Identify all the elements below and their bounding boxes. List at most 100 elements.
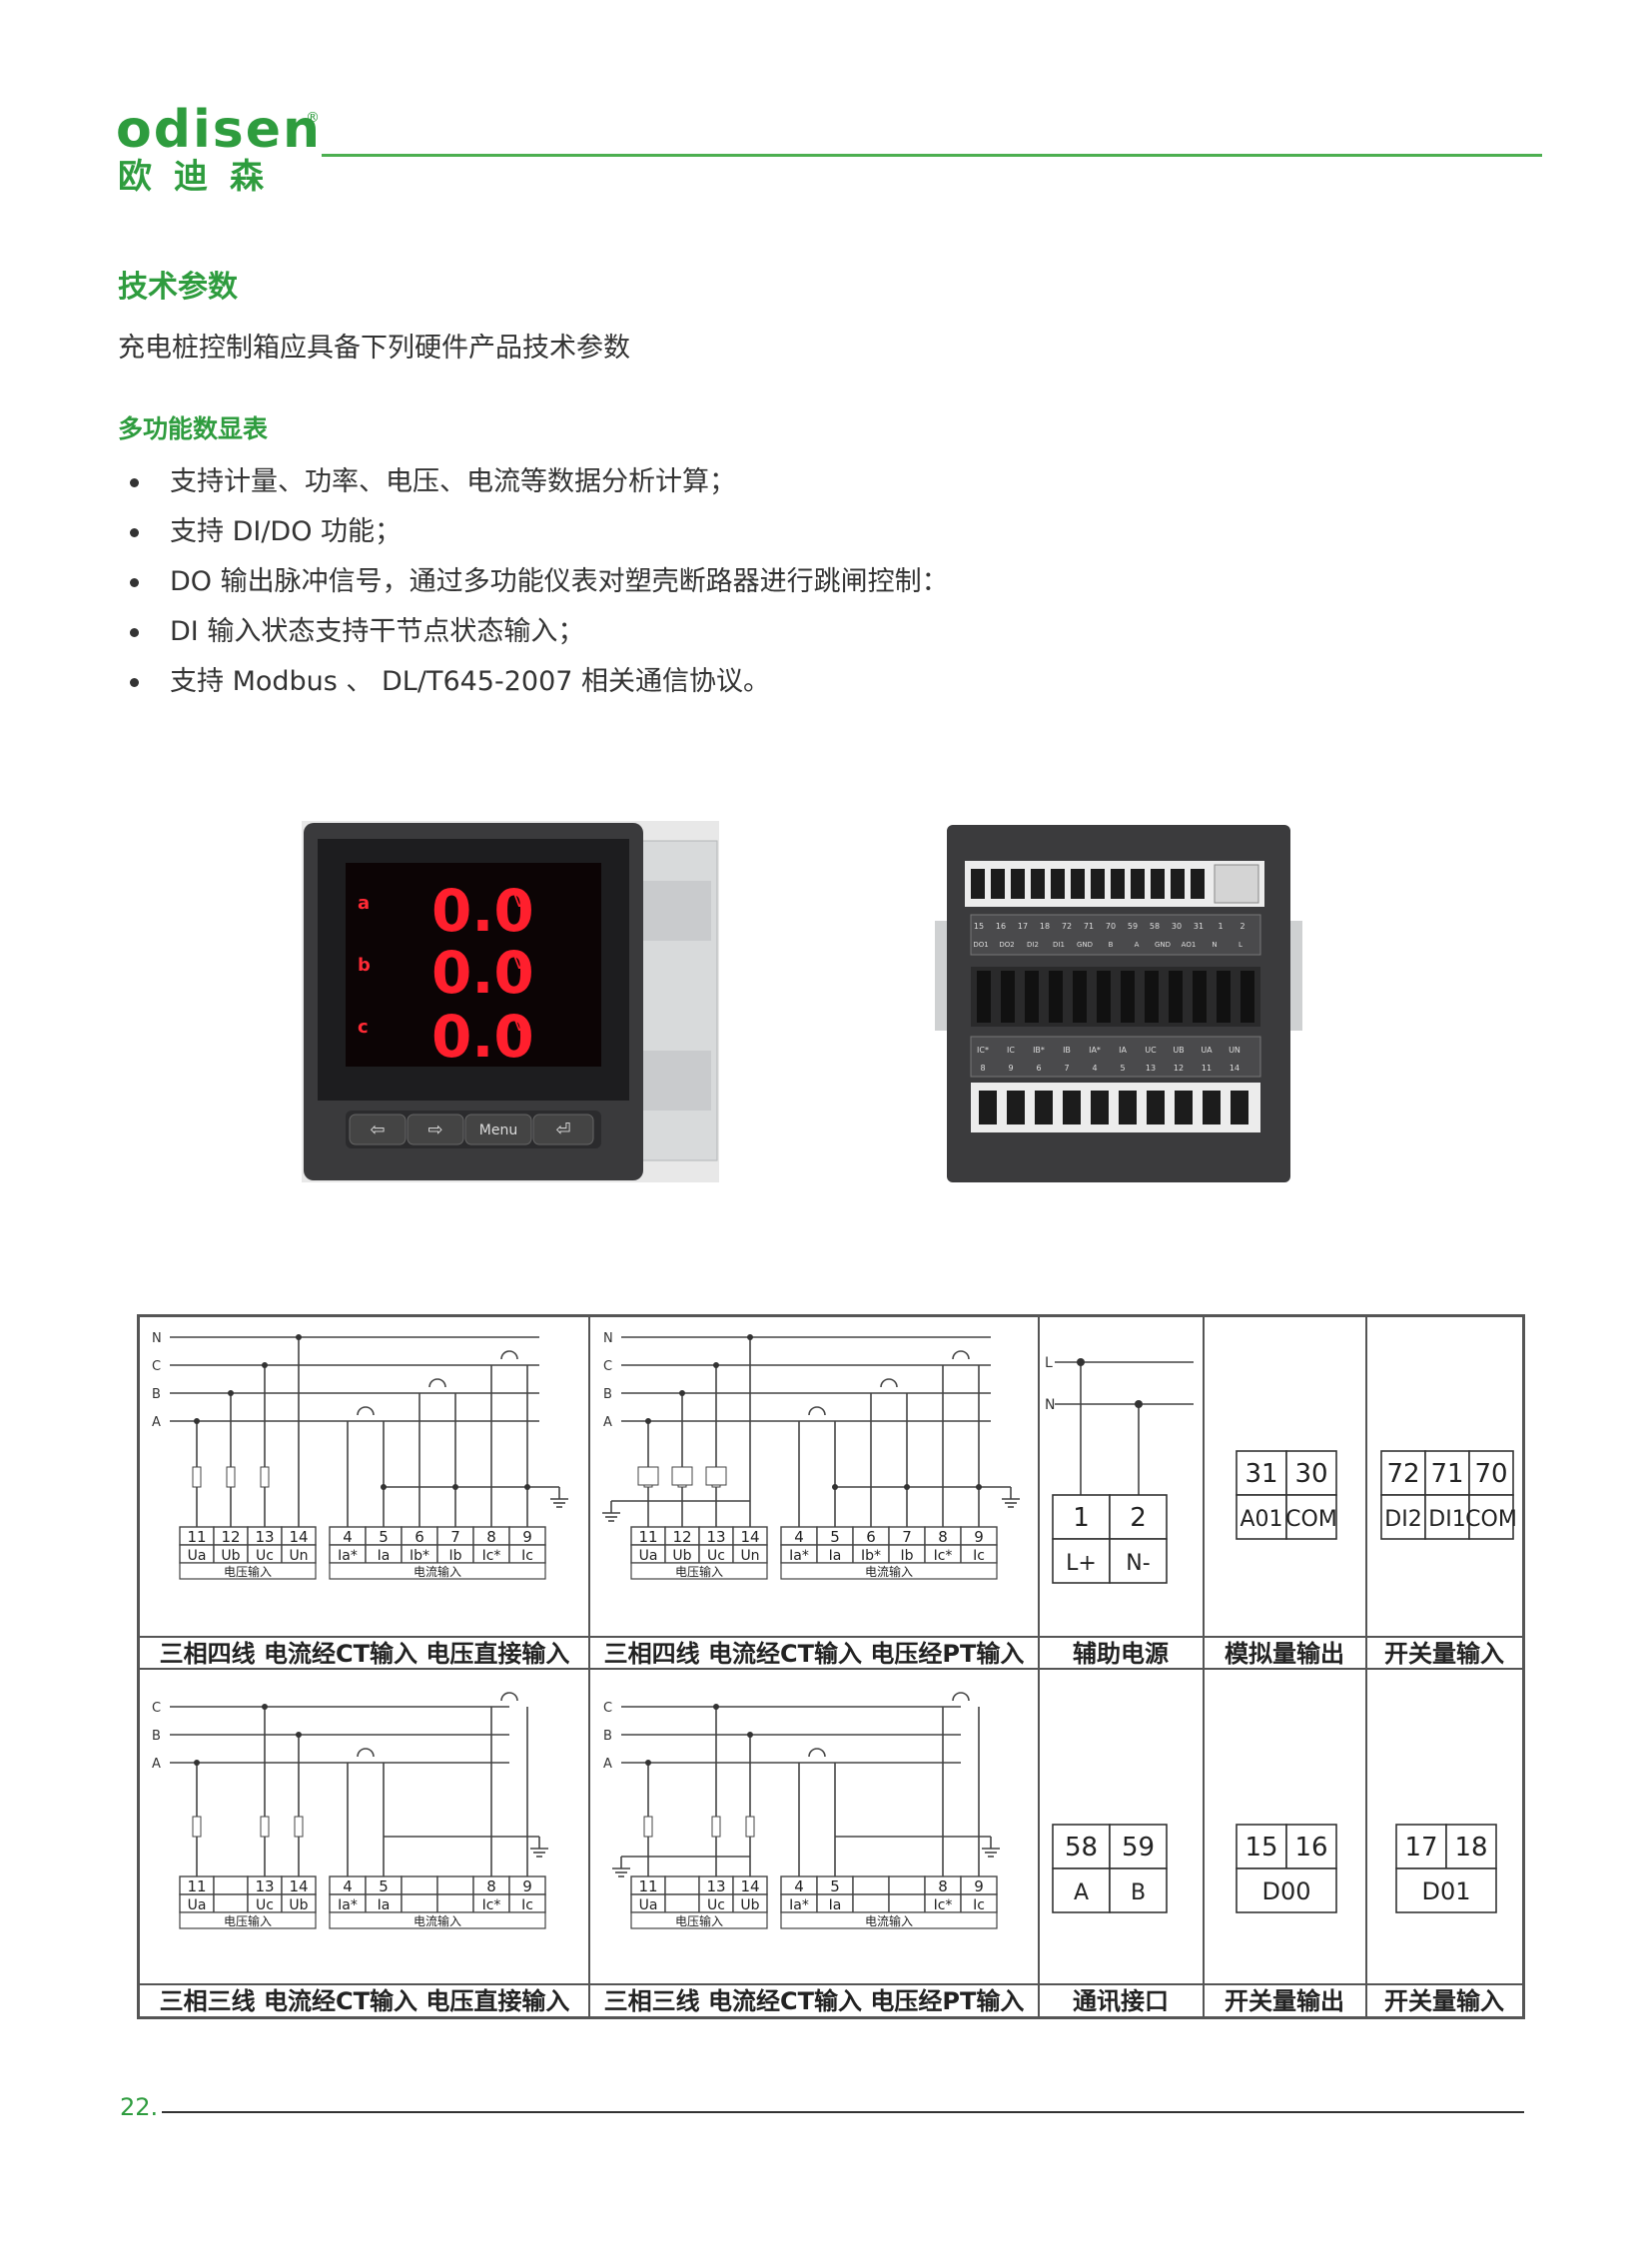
terminal-name: Ia* [338, 1548, 358, 1564]
terminal-screw [1071, 869, 1085, 899]
subsection-title: 多功能数显表 [118, 414, 269, 443]
terminal-number: 9 [974, 1877, 984, 1895]
terminal-name: DI2 [1384, 1507, 1421, 1532]
terminal-number: 5 [1120, 1064, 1125, 1073]
terminal-name: Ia* [338, 1897, 358, 1913]
terminal-screw [1119, 1091, 1137, 1124]
terminal-group-label: 电压输入 [675, 1913, 723, 1928]
terminal-number: 4 [1092, 1064, 1097, 1073]
feature-item: 支持 DI/DO 功能； [130, 507, 949, 557]
terminal-screw [1091, 1091, 1109, 1124]
line-label: A [603, 1415, 612, 1430]
right-arrow-icon: ⇨ [427, 1120, 442, 1140]
reading-unit: V [513, 891, 526, 912]
terminal-number: 12 [672, 1528, 691, 1546]
meter-readings: a 0.0 V b 0.0 V c 0.0 V [358, 877, 534, 1071]
terminal-number: 71 [1084, 922, 1094, 931]
line-label: A [152, 1415, 161, 1430]
terminal-number: 14 [1230, 1064, 1239, 1073]
terminal-name: Ua [639, 1897, 658, 1913]
header-divider [322, 154, 1542, 157]
back-slot [1001, 971, 1015, 1023]
line-label: C [603, 1701, 612, 1716]
terminal-number: 31 [1244, 1459, 1277, 1489]
terminal-name: A01 [1239, 1507, 1282, 1532]
terminal-screw [1051, 869, 1065, 899]
terminal-label: IA* [1089, 1046, 1101, 1055]
terminal-name: Ib [900, 1548, 913, 1564]
terminal-name: Un [740, 1548, 759, 1564]
terminal-name: Ic* [482, 1548, 501, 1564]
terminal-number: 11 [1202, 1064, 1212, 1073]
terminal-number: 15 [1244, 1833, 1277, 1863]
terminal-name: Ic* [482, 1897, 501, 1913]
line-label: N [603, 1331, 613, 1346]
terminal-screw [979, 1091, 997, 1124]
terminal-label: AO1 [1182, 941, 1197, 949]
line-label: B [603, 1387, 612, 1402]
terminal-number: 7 [450, 1528, 460, 1546]
terminal-number: 2 [1239, 922, 1244, 931]
terminal-number: 13 [255, 1528, 274, 1546]
terminal-name: Uc [707, 1897, 725, 1913]
terminal-name: Ib [448, 1548, 461, 1564]
terminal-label: GND [1155, 941, 1171, 949]
terminal-label: UA [1201, 1046, 1213, 1055]
line-label: N [152, 1331, 162, 1346]
terminal-label: DO1 [973, 941, 988, 949]
terminal-number: 13 [1146, 1064, 1156, 1073]
line-label: A [603, 1757, 612, 1772]
terminal-number: 5 [379, 1877, 389, 1895]
meter-buttons: ⇦ ⇨ Menu ⏎ [349, 1114, 594, 1145]
terminal-name: Uc [707, 1548, 725, 1564]
back-slot [977, 971, 991, 1023]
terminal-name: Ia* [789, 1548, 809, 1564]
back-slot [1121, 971, 1135, 1023]
section-intro: 充电桩控制箱应具备下列硬件产品技术参数 [118, 333, 630, 364]
terminal-screw [1111, 869, 1125, 899]
terminal-name: Ia* [789, 1897, 809, 1913]
terminal-label: IC [1007, 1046, 1015, 1055]
diagram-caption: 开关量输入 [1384, 1987, 1504, 2015]
terminal-name: Ub [289, 1897, 308, 1913]
terminal-number: 8 [486, 1528, 496, 1546]
back-slot [1169, 971, 1183, 1023]
back-slot [1240, 971, 1254, 1023]
terminal-number: 11 [187, 1528, 206, 1546]
terminal-screw [1131, 869, 1145, 899]
terminal-number: 71 [1430, 1459, 1463, 1489]
terminal-number: 15 [974, 922, 984, 931]
terminal-number: 13 [255, 1877, 274, 1895]
phase-label: c [358, 1017, 369, 1038]
left-arrow-icon: ⇦ [370, 1120, 385, 1140]
diagram-caption: 模拟量输出 [1225, 1640, 1344, 1668]
terminal-screw [991, 869, 1005, 899]
line-label: N [1045, 1397, 1055, 1413]
terminal-label: IA [1119, 1046, 1127, 1055]
terminal-number: 11 [187, 1877, 206, 1895]
terminal-number: 7 [1064, 1064, 1069, 1073]
terminal-name: Ib* [861, 1548, 881, 1564]
terminal-screw [1147, 1091, 1165, 1124]
terminal-screw [1191, 869, 1205, 899]
terminal-number: 4 [343, 1528, 353, 1546]
diagram-caption: 三相三线 电流经CT输入 电压经PT输入 [604, 1987, 1025, 2015]
terminal-number: 14 [289, 1528, 308, 1546]
terminal-number: 72 [1062, 922, 1072, 931]
terminal-number: 13 [706, 1528, 725, 1546]
terminal-group-label: 电压输入 [675, 1564, 723, 1579]
terminal-number: 5 [830, 1877, 840, 1895]
line-label: A [152, 1757, 161, 1772]
terminal-number: 16 [996, 922, 1006, 931]
diagram-caption: 辅助电源 [1073, 1640, 1169, 1668]
terminal-name: Ib* [410, 1548, 429, 1564]
feature-item: 支持 Modbus 、 DL/T645-2007 相关通信协议。 [130, 657, 949, 707]
terminal-number: 59 [1128, 922, 1138, 931]
terminal-label: N [1212, 941, 1217, 949]
terminal-name: Ua [188, 1548, 207, 1564]
terminal-name: COM [1285, 1507, 1337, 1532]
terminal-number: 30 [1172, 922, 1182, 931]
line-label: C [152, 1701, 161, 1716]
terminal-number: 14 [740, 1877, 759, 1895]
back-slot [1049, 971, 1063, 1023]
